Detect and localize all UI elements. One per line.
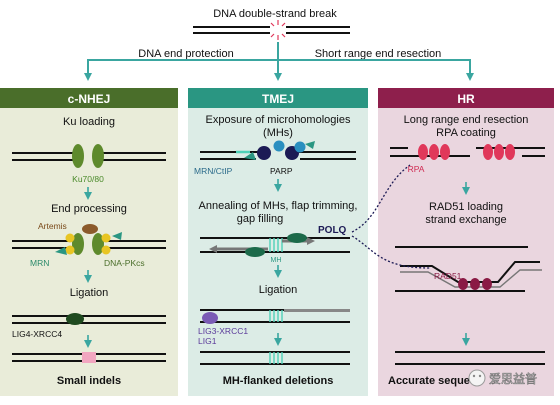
indel-mark (82, 352, 96, 363)
ku-protein-right-2 (92, 233, 104, 255)
rpa-protein-2 (429, 144, 439, 160)
polq-connector-lower (351, 235, 431, 269)
tmej-mrn-label: MRN/CtIP (194, 166, 233, 176)
mh-bridge-3 (269, 352, 283, 364)
nhej-step-ligation: Ligation (70, 287, 109, 299)
rpa-protein-4 (483, 144, 493, 160)
nhej-step-end-processing: End processing (51, 203, 127, 215)
rpa-protein-1 (418, 144, 428, 160)
tmej-header-label: TMEJ (262, 92, 294, 106)
nhej-header-label: c-NHEJ (68, 92, 111, 106)
branch-left-arrow (84, 59, 278, 81)
rad51-label: RAD51 (434, 271, 462, 281)
dnapk-protein-1 (65, 233, 75, 243)
mrn-protein-tmej-2 (305, 141, 315, 149)
filled-gap (284, 309, 350, 312)
hr-outcome: Accurate seque (388, 375, 470, 387)
rad51-protein-1 (458, 278, 468, 290)
parp-protein-1 (257, 146, 271, 160)
rpa-protein-6 (505, 144, 515, 160)
lig3-label: LIG3-XRCC1 (198, 326, 248, 336)
mrn-protein-left (55, 247, 67, 255)
mrn-label: MRN (30, 258, 49, 268)
hr-step-resection-2: RPA coating (436, 127, 496, 139)
rpa-protein-3 (440, 144, 450, 160)
top-section: DNA double-strand break DNA end protecti… (84, 8, 474, 81)
mh-bridge-2 (269, 310, 283, 322)
hr-step-rad51-2: strand exchange (425, 214, 506, 226)
tmej-panel: TMEJ Exposure of microhomologies (MHs) M… (188, 88, 368, 396)
rpa-protein-5 (494, 144, 504, 160)
ku-label: Ku70/80 (72, 174, 104, 184)
polq-connector-upper (351, 164, 411, 233)
polq-label: POLQ (318, 225, 347, 236)
nhej-step-ku-loading: Ku loading (63, 116, 115, 128)
tmej-step-annealing-1: Annealing of MHs, flap trimming, (199, 200, 358, 212)
ctip-protein-1 (273, 140, 285, 152)
nhej-panel: c-NHEJ Ku loading Ku70/80 End processing… (0, 88, 178, 396)
tmej-step-exposure-2: (MHs) (263, 127, 293, 139)
ku-protein-left-2 (72, 233, 84, 255)
ctip-protein-2 (294, 141, 306, 153)
wechat-icon (468, 369, 486, 387)
dnapk-protein-2 (65, 245, 75, 255)
dsb-title: DNA double-strand break (213, 8, 337, 20)
mh-label: MH (271, 257, 282, 264)
nhej-outcome: Small indels (57, 375, 121, 387)
dnapk-label: DNA-PKcs (104, 258, 145, 268)
lig4-label: LIG4-XRCC4 (12, 329, 62, 339)
break-burst-icon (270, 20, 286, 40)
rpa-label: RPA (408, 164, 425, 174)
tmej-step-ligation: Ligation (259, 284, 298, 296)
end-resection-label: Short range end resection (315, 48, 442, 60)
rad51-protein-2 (470, 278, 480, 290)
branch-right-arrow (278, 59, 474, 81)
hr-panel: HR Long range end resection RPA coating … (378, 88, 554, 396)
rad51-protein-3 (482, 278, 492, 290)
ku-protein-left (72, 144, 84, 168)
dnapk-protein-4 (101, 245, 111, 255)
watermark: 爱思益普 (468, 369, 537, 387)
nhej-header (0, 88, 178, 108)
polq-protein-2 (245, 247, 265, 257)
dnapk-protein-3 (101, 233, 111, 243)
mrn-protein-tmej-1 (244, 152, 256, 160)
lig3-protein (202, 312, 218, 324)
parp-label: PARP (270, 166, 293, 176)
hr-step-rad51-1: RAD51 loading (429, 201, 503, 213)
tmej-step-annealing-2: gap filling (237, 213, 283, 225)
lig1-label: LIG1 (198, 336, 217, 346)
tmej-outcome: MH-flanked deletions (223, 375, 334, 387)
hr-header (378, 88, 554, 108)
tmej-header (188, 88, 368, 108)
end-protection-label: DNA end protection (138, 48, 233, 60)
polq-protein-1 (287, 233, 307, 243)
hr-step-resection-1: Long range end resection (404, 114, 529, 126)
artemis-label: Artemis (38, 221, 67, 231)
artemis-protein (82, 224, 98, 234)
watermark-text: 爱思益普 (489, 372, 537, 386)
lig4-protein (66, 313, 84, 325)
ku-protein-right (92, 144, 104, 168)
mrn-protein-right (112, 232, 122, 240)
hr-header-label: HR (457, 92, 475, 106)
tmej-step-exposure-1: Exposure of microhomologies (206, 114, 351, 126)
